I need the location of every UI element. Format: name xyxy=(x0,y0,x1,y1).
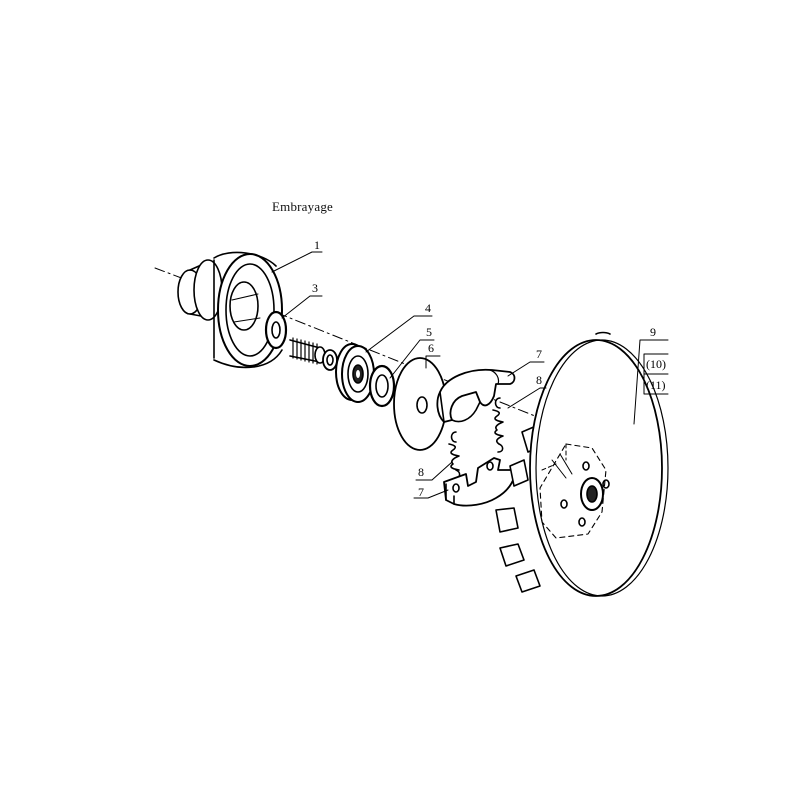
washer-3 xyxy=(264,310,288,350)
callout-9: 9 xyxy=(650,325,656,339)
spring-right xyxy=(492,397,504,453)
ball-bearing-4 xyxy=(335,343,375,403)
callout-8-lower: 8 xyxy=(418,465,424,479)
callout-11: (11) xyxy=(646,378,666,392)
callout-8-upper: 8 xyxy=(536,373,542,387)
washer-5 xyxy=(368,364,396,408)
spring-left xyxy=(448,431,461,479)
callout-3: 3 xyxy=(312,281,318,295)
clutch-shoe-upper xyxy=(436,368,516,423)
callout-7-upper: 7 xyxy=(536,347,542,361)
clutch-drum xyxy=(177,251,283,369)
callout-6: 6 xyxy=(428,341,434,355)
fan-flywheel-9 xyxy=(495,331,669,597)
callout-1: 1 xyxy=(314,238,320,252)
callout-5: 5 xyxy=(426,325,432,339)
callout-10: (10) xyxy=(646,357,666,371)
needle-bearing xyxy=(289,337,338,371)
clutch-shoe-lower xyxy=(443,457,515,507)
callout-7-lower: 7 xyxy=(418,485,424,499)
diagram-title: Embrayage xyxy=(272,199,333,214)
leader-lines xyxy=(271,251,669,499)
callout-4: 4 xyxy=(425,301,431,315)
